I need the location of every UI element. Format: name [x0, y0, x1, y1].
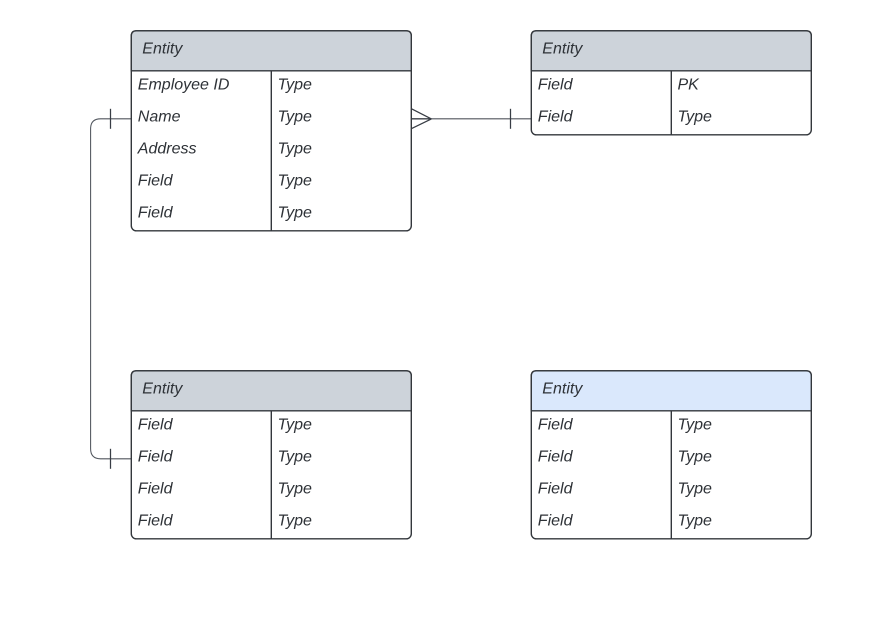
svg-text:PK: PK — [678, 77, 701, 94]
svg-text:Type: Type — [278, 109, 312, 126]
svg-text:Employee ID: Employee ID — [138, 77, 230, 94]
svg-text:Field: Field — [538, 513, 574, 530]
svg-text:Field: Field — [138, 173, 174, 190]
svg-text:Name: Name — [138, 109, 181, 126]
svg-text:Type: Type — [278, 481, 312, 498]
svg-text:Type: Type — [278, 141, 312, 158]
svg-text:Field: Field — [538, 449, 574, 466]
svg-text:Field: Field — [538, 109, 574, 126]
svg-text:Entity: Entity — [542, 41, 583, 58]
svg-text:Type: Type — [278, 417, 312, 434]
svg-text:Type: Type — [278, 449, 312, 466]
svg-text:Type: Type — [278, 205, 312, 222]
svg-text:Entity: Entity — [142, 381, 183, 398]
svg-text:Type: Type — [678, 449, 712, 466]
svg-text:Field: Field — [138, 417, 174, 434]
svg-text:Field: Field — [138, 449, 174, 466]
svg-text:Field: Field — [538, 77, 574, 94]
svg-text:Type: Type — [278, 173, 312, 190]
svg-text:Type: Type — [278, 77, 312, 94]
svg-text:Field: Field — [138, 481, 174, 498]
svg-text:Entity: Entity — [542, 381, 583, 398]
svg-text:Field: Field — [538, 481, 574, 498]
svg-text:Type: Type — [678, 481, 712, 498]
svg-text:Type: Type — [678, 417, 712, 434]
svg-text:Type: Type — [278, 513, 312, 530]
svg-text:Field: Field — [138, 205, 174, 222]
svg-text:Address: Address — [137, 141, 197, 158]
svg-text:Field: Field — [138, 513, 174, 530]
svg-text:Type: Type — [678, 109, 712, 126]
svg-text:Type: Type — [678, 513, 712, 530]
svg-text:Entity: Entity — [142, 41, 183, 58]
svg-text:Field: Field — [538, 417, 574, 434]
